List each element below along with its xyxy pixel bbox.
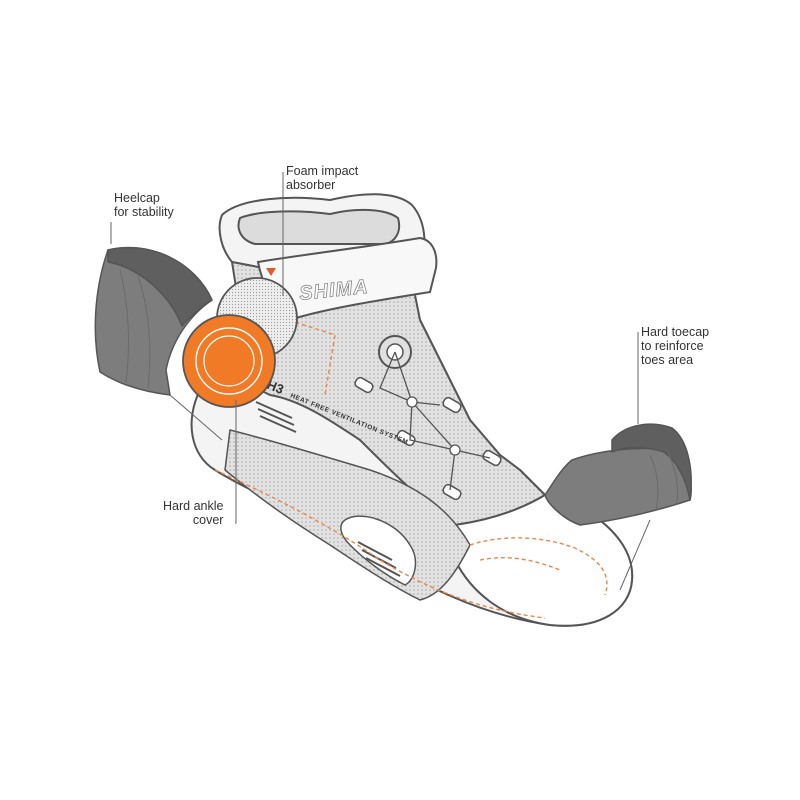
heel-hatch [255,401,297,433]
heelcap-inner [107,246,213,327]
callout-foam-absorber: Foam impact absorber [286,164,358,192]
toecap-part [544,423,692,526]
ankle-cover-part [182,314,276,408]
callout-ankle-cover: Hard ankle cover [163,499,223,527]
leader-lines [110,172,651,591]
boot-collar-opening [237,208,401,245]
side-hatch [357,541,401,577]
toecap-inner [611,423,692,501]
boot-toe-panel [454,494,634,627]
callout-foam-line2: absorber [286,178,336,192]
toecap-outer [544,447,692,526]
callout-toecap-line2: to reinforce [641,339,704,353]
boa-closure [354,335,502,501]
boot-side-slash [340,515,417,586]
callout-foam-line1: Foam impact [286,164,359,178]
callout-heelcap-line1: Heelcap [114,191,160,205]
ankle-cover-disc [182,314,276,408]
brand-mark-icon [266,268,276,276]
callout-toecap-line1: Hard toecap [641,325,710,339]
lace-guides [354,376,502,501]
callout-ankle-line1: Hard ankle [163,499,224,513]
callout-ankle-line2: cover [192,513,224,527]
callout-toecap-line3: toes area [641,353,694,367]
callout-heelcap-line2: for stability [114,205,174,219]
callout-heelcap: Heelcap for stability [114,191,174,219]
heelcap-part [94,246,213,396]
callout-toecap: Hard toecap to reinforce toes area [641,325,709,367]
leader-toecap-shell [619,519,651,591]
leader-heelcap-shell [169,394,223,441]
leader-ankle [235,400,237,524]
